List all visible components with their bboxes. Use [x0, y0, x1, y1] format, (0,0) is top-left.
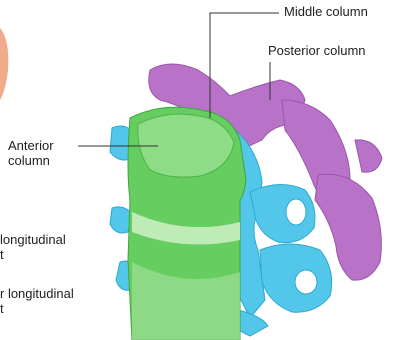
posterior-longitudinal-line1: longitudinal [0, 232, 66, 247]
anterior-longitudinal-line1: r longitudinal [0, 286, 74, 301]
posterior-longitudinal-line2: t [0, 247, 66, 262]
foramen-upper-hole [286, 199, 306, 225]
anterior-longitudinal-ligament-label: r longitudinal t [0, 286, 74, 316]
anterior-column-label: Anterior column [8, 138, 54, 168]
anterior-longitudinal-line2: t [0, 301, 74, 316]
posterior-longitudinal-ligament-label: longitudinal t [0, 232, 66, 262]
foramen-lower-hole [295, 270, 317, 294]
posterior-column-label: Posterior column [268, 43, 366, 58]
anterior-column-label-line1: Anterior [8, 138, 54, 153]
partial-ligament-shape [0, 28, 8, 100]
anterior-column-label-line2: column [8, 153, 54, 168]
middle-column-label: Middle column [284, 4, 368, 19]
anterior-column-region [128, 107, 246, 340]
